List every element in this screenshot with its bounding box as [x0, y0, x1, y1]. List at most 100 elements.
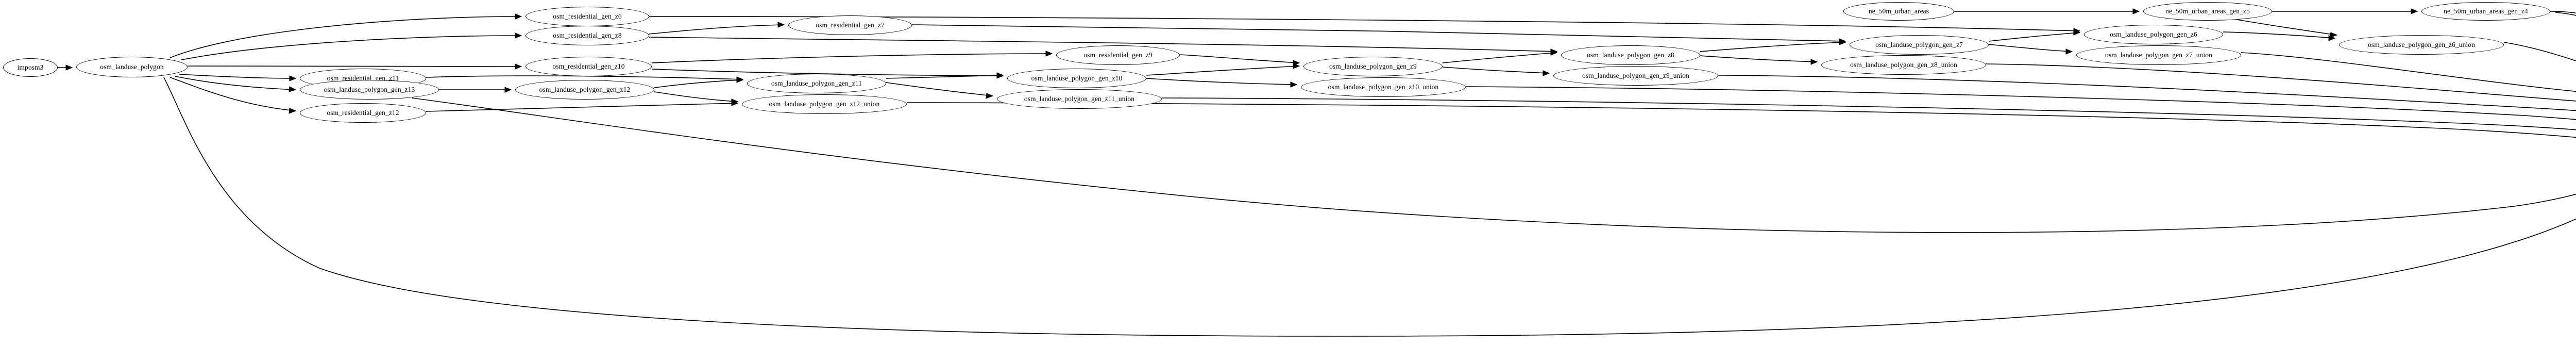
graph-edge-osm-landuse-polygon-gen-z13-to-layer-landuse-z13 [412, 97, 2576, 233]
graph-edge-osm-landuse-polygon-gen-z12-to-osm-landuse-polygon-gen-z12-union [654, 91, 739, 105]
graph-node-label: osm_landuse_polygon_gen_z12_union [769, 100, 880, 108]
graph-edge-osm-landuse-polygon-gen-z11-to-osm-landuse-polygon-gen-z11-union [886, 82, 994, 99]
edge-arrowhead [1550, 48, 1558, 55]
edge-arrowhead [1293, 63, 1300, 69]
graph-node-osm-landuse-polygon-gen-z11[interactable]: osm_landuse_polygon_gen_z11 [747, 74, 886, 93]
graph-node-osm-residential-gen-z6[interactable]: osm_residential_gen_z6 [526, 7, 649, 26]
graph-node-osm-landuse-polygon-gen-z8-union[interactable]: osm_landuse_polygon_gen_z8_union [1821, 55, 1986, 75]
graph-node-osm-landuse-polygon-gen-z8[interactable]: osm_landuse_polygon_gen_z8 [1561, 45, 1700, 65]
edge-arrowhead [1810, 59, 1818, 65]
graph-node-osm-landuse-polygon-gen-z12-union[interactable]: osm_landuse_polygon_gen_z12_union [742, 94, 907, 114]
graph-node-ne-50m-urban-areas-gen-z4[interactable]: ne_50m_urban_areas_gen_z4 [2421, 2, 2550, 21]
graph-node-osm-landuse-polygon-gen-z9-union[interactable]: osm_landuse_polygon_gen_z9_union [1553, 66, 1718, 86]
graph-node-label: osm_landuse_polygon_gen_z9 [1329, 62, 1417, 71]
graph-edge-osm-residential-gen-z7-to-osm-landuse-polygon-gen-z7 [911, 24, 1846, 44]
graph-edge-osm-landuse-polygon-gen-z8-to-osm-landuse-polygon-gen-z8-union [1700, 55, 1818, 65]
edge-arrowhead [515, 32, 522, 39]
edge-arrowhead [777, 22, 785, 28]
graph-node-osm-landuse-polygon-gen-z9[interactable]: osm_landuse_polygon_gen_z9 [1303, 57, 1443, 76]
graph-edge-osm-landuse-polygon-gen-z6-union-to-layer-landuse-z6 [2503, 42, 2576, 61]
edge-arrowhead [736, 76, 744, 83]
graph-node-osm-landuse-polygon-gen-z7-union[interactable]: osm_landuse_polygon_gen_z7_union [2076, 45, 2241, 65]
graph-edge-osm-landuse-polygon-gen-z13-to-osm-landuse-polygon-gen-z12 [439, 87, 512, 93]
edge-arrowhead [1543, 70, 1550, 76]
edge-arrowhead [1045, 51, 1053, 57]
edge-arrowhead [289, 75, 297, 81]
edge-arrowhead [1839, 39, 1846, 45]
graph-edge-ne-50m-urban-areas-to-ne-50m-urban-areas-gen-z5 [1954, 8, 2140, 14]
graph-node-osm-landuse-polygon-gen-z10[interactable]: osm_landuse_polygon_gen_z10 [1007, 69, 1146, 88]
graph-edge-osm-landuse-polygon-to-osm-residential-gen-z12 [170, 77, 297, 114]
edge-arrowhead [2065, 48, 2073, 55]
graph-node-label: osm_landuse_polygon_gen_z8 [1587, 51, 1674, 59]
edge-arrowhead [1550, 50, 1558, 56]
graph-edge-osm-residential-gen-z9-to-osm-landuse-polygon-gen-z9 [1179, 54, 1300, 66]
graph-node-osm-landuse-polygon-gen-z12[interactable]: osm_landuse_polygon_gen_z12 [515, 80, 654, 100]
graph-node-label: ne_50m_urban_areas_gen_z4 [2444, 7, 2528, 15]
graph-edge-osm-landuse-polygon-gen-z12-to-osm-landuse-polygon-gen-z11 [654, 77, 744, 88]
graph-node-osm-landuse-polygon-gen-z7[interactable]: osm_landuse_polygon_gen_z7 [1850, 35, 1989, 55]
edge-arrowhead [1839, 38, 1846, 44]
edge-arrowhead [289, 108, 297, 114]
graph-edge-osm-landuse-polygon-gen-z10-to-osm-landuse-polygon-gen-z9 [1146, 63, 1300, 76]
edge-arrowhead [515, 13, 522, 20]
graph-edge-ne-50m-urban-areas-gen-z5-to-layer-landuse-z5 [2555, 12, 2576, 16]
graph-node-imposm3[interactable]: imposm3 [3, 58, 58, 77]
graph-node-label: osm_landuse_polygon_gen_z11 [771, 79, 862, 88]
edge-arrowhead [996, 73, 1004, 79]
graph-node-osm-residential-gen-z7[interactable]: osm_residential_gen_z7 [788, 15, 912, 35]
graph-node-label: osm_landuse_polygon_gen_z12 [539, 86, 631, 94]
edge-arrowhead [731, 100, 739, 106]
graph-node-osm-residential-gen-z8[interactable]: osm_residential_gen_z8 [526, 26, 649, 45]
graph-node-osm-landuse-polygon[interactable]: osm_landuse_polygon [76, 57, 188, 77]
graph-edge-osm-landuse-polygon-gen-z8-union-to-layer-landuse-z8 [1986, 63, 2576, 102]
graph-node-label: ne_50m_urban_areas_gen_z5 [2165, 7, 2250, 15]
graph-node-label: osm_landuse_polygon_gen_z9_union [1582, 72, 1689, 80]
graph-edge-osm-landuse-polygon-gen-z9-to-osm-landuse-polygon-gen-z8 [1442, 50, 1558, 63]
graph-node-label: osm_residential_gen_z7 [816, 21, 885, 29]
graph-edge-osm-landuse-polygon-to-osm-residential-gen-z6 [170, 13, 522, 58]
graph-edge-ne-50m-urban-areas-gen-z5-to-ne-50m-urban-areas-gen-z4 [2272, 8, 2418, 14]
edge-arrowhead [1293, 60, 1300, 66]
graph-edge-ne-50m-urban-areas-gen-z4-to-layer-landuse-z4 [2550, 11, 2576, 14]
edge-arrowhead [504, 87, 512, 93]
graph-edge-osm-landuse-polygon-gen-z12-union-to-layer-landuse-z12 [906, 102, 2576, 138]
graph-edge-osm-landuse-polygon-gen-z10-to-osm-landuse-polygon-gen-z10-union [1146, 78, 1298, 88]
graph-node-osm-residential-gen-z9[interactable]: osm_residential_gen_z9 [1056, 45, 1180, 65]
graph-node-label: osm_residential_gen_z9 [1083, 51, 1153, 59]
edge-arrowhead [2073, 28, 2081, 34]
graph-node-label: osm_landuse_polygon_gen_z6 [2110, 30, 2197, 39]
edge-arrowhead [2411, 8, 2418, 14]
graph-node-ne-50m-urban-areas-gen-z5[interactable]: ne_50m_urban_areas_gen_z5 [2143, 2, 2272, 21]
graph-edge-osm-residential-gen-z8-to-osm-residential-gen-z7 [649, 22, 785, 35]
edge-arrowhead [731, 98, 739, 105]
graph-edge-osm-residential-gen-z10-to-osm-residential-gen-z9 [651, 51, 1053, 63]
graph-edge-osm-landuse-polygon-to-layer-landuse-z14 [163, 77, 2576, 337]
graph-node-osm-landuse-polygon-gen-z10-union[interactable]: osm_landuse_polygon_gen_z10_union [1301, 77, 1466, 97]
edge-arrowhead [2329, 32, 2338, 38]
graph-node-label: osm_landuse_polygon_gen_z10 [1031, 74, 1123, 83]
graph-node-osm-landuse-polygon-gen-z13[interactable]: osm_landuse_polygon_gen_z13 [300, 80, 439, 100]
graph-node-osm-residential-gen-z12[interactable]: osm_residential_gen_z12 [300, 103, 426, 123]
edge-arrowhead [289, 86, 297, 92]
graph-node-ne-50m-urban-areas[interactable]: ne_50m_urban_areas [1843, 2, 1954, 21]
edge-arrowhead [2328, 35, 2336, 41]
graph-node-osm-residential-gen-z10[interactable]: osm_residential_gen_z10 [526, 57, 652, 76]
graph-edge-osm-landuse-polygon-gen-z11-union-to-layer-landuse-z11 [1161, 97, 2576, 130]
edge-arrowhead [2073, 29, 2081, 36]
graph-edge-osm-landuse-polygon-gen-z6-to-osm-landuse-polygon-gen-z6-union [2223, 31, 2336, 41]
graph-node-osm-landuse-polygon-gen-z6-union[interactable]: osm_landuse_polygon_gen_z6_union [2339, 35, 2504, 55]
graph-node-label: osm_residential_gen_z12 [327, 109, 399, 117]
graph-node-osm-landuse-polygon-gen-z6[interactable]: osm_landuse_polygon_gen_z6 [2084, 25, 2223, 44]
edge-arrowhead [65, 64, 73, 71]
edge-arrowhead [996, 72, 1004, 78]
graph-node-label: osm_residential_gen_z8 [553, 31, 622, 40]
graph-node-label: osm_landuse_polygon [100, 63, 164, 71]
graph-node-osm-landuse-polygon-gen-z11-union[interactable]: osm_landuse_polygon_gen_z11_union [997, 89, 1162, 109]
graph-node-label: osm_landuse_polygon_gen_z13 [324, 86, 415, 94]
graph-edge-osm-landuse-polygon-gen-z9-union-to-layer-landuse-z9 [1718, 75, 2576, 111]
graph-node-label: osm_residential_gen_z10 [552, 62, 625, 71]
edge-arrowhead [986, 93, 994, 99]
graph-node-label: ne_50m_urban_areas [1868, 7, 1929, 15]
graph-edge-ne-50m-urban-areas-gen-z5-to-osm-landuse-polygon-gen-z6-union [2230, 18, 2338, 38]
